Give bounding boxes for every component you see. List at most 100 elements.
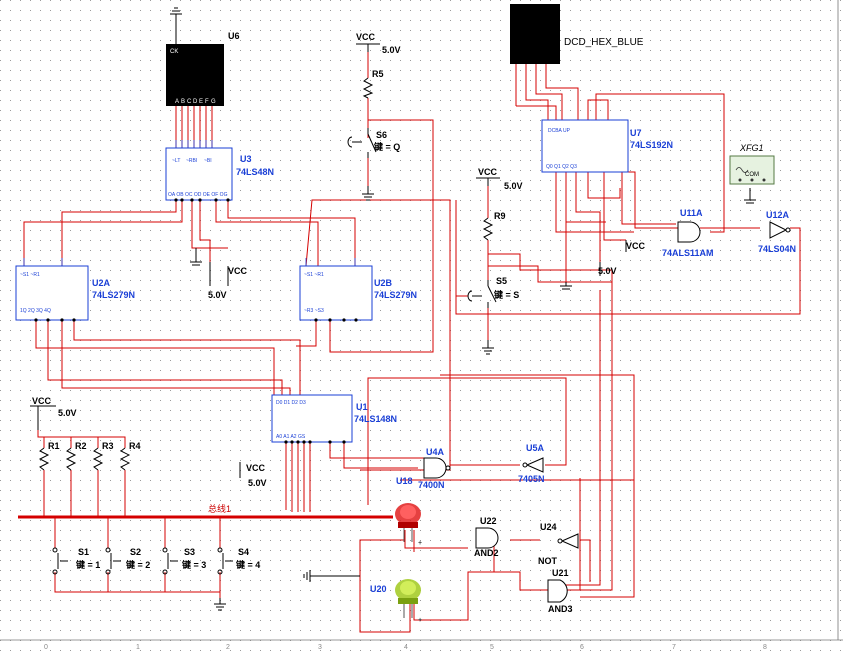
label-s4-key: 键 = 4 [235, 559, 260, 570]
label-74ls279-b: 74LS279N [374, 290, 417, 300]
gate-u24[interactable] [557, 533, 579, 549]
label-5v-u7: 5.0V [598, 266, 617, 276]
label-u20: U20 [370, 584, 387, 594]
ruler-1: 1 [136, 644, 140, 651]
label-s4: S4 [238, 547, 249, 557]
label-s2: S2 [130, 547, 141, 557]
label-74als11am: 74ALS11AM [662, 248, 714, 258]
label-r5: R5 [372, 69, 384, 79]
label-u3: U3 [240, 154, 252, 164]
switch-s5[interactable] [467, 280, 497, 308]
gate-u12a[interactable] [769, 221, 791, 239]
label-s6: S6 [376, 130, 387, 140]
ground-symbol-top [170, 7, 182, 44]
label-s3-key: 键 = 3 [181, 559, 206, 570]
seven-seg-display-u6: CK A B C D E F G [166, 44, 224, 106]
label-vcc-res: VCC [32, 396, 52, 406]
label-5v-u3: 5.0V [208, 290, 227, 300]
switch-s1[interactable] [52, 547, 68, 575]
svg-text:DCBA UP: DCBA UP [548, 128, 571, 134]
label-vcc-u1: VCC [246, 463, 266, 473]
label-u2a: U2A [92, 278, 111, 288]
label-74ls48: 74LS48N [236, 167, 274, 177]
label-u11a: U11A [680, 208, 703, 218]
label-u18: U18 [396, 476, 413, 486]
label-s1-key: 键 = 1 [75, 559, 100, 570]
ruler-8: 8 [763, 644, 767, 651]
label-74ls148: 74LS148N [354, 414, 397, 424]
u3-pin-dots [34, 198, 358, 444]
fg-com-label: COM [745, 172, 759, 178]
label-bus: 总线1 [208, 503, 231, 514]
svg-text:G: G [211, 99, 216, 105]
chip-u7[interactable] [541, 119, 629, 173]
label-u4a: U4A [426, 447, 445, 457]
label-s6-key: 键 = Q [373, 141, 400, 152]
chip-pin-labels: ~LT ~RBI ~BI OA OB OC OD OE OF OG ~S1 ~R1 1… [20, 128, 577, 440]
chip-u2a[interactable] [15, 265, 89, 321]
label-r1: R1 [48, 441, 60, 451]
label-u7: U7 [630, 128, 642, 138]
resistor-r2[interactable] [65, 447, 77, 471]
resistor-r4[interactable] [119, 447, 131, 471]
ground-symbol-s5 [482, 340, 494, 355]
label-not: NOT [538, 556, 558, 566]
label-5v-u1: 5.0V [248, 478, 267, 488]
label-vcc-u3: VCC [228, 266, 248, 276]
svg-text:~S1 ~R1: ~S1 ~R1 [304, 272, 324, 278]
label-vcc-r5: VCC [356, 32, 376, 42]
label-5v-res: 5.0V [58, 408, 77, 418]
resistor-r3[interactable] [92, 447, 104, 471]
ruler-4: 4 [404, 644, 408, 651]
switch-s4[interactable] [217, 547, 233, 575]
gate-u21[interactable] [547, 579, 568, 603]
svg-text:OA OB OC OD OE OF OG: OA OB OC OD OE OF OG [168, 192, 228, 198]
ground-symbol-switches [214, 598, 226, 611]
switch-s6[interactable] [347, 128, 377, 158]
ruler-2: 2 [226, 644, 230, 651]
ground-symbol-fg1 [744, 188, 756, 204]
label-74ls192: 74LS192N [630, 140, 673, 150]
resistor-r1[interactable] [38, 447, 50, 471]
gate-u4a[interactable] [423, 457, 451, 479]
label-u24: U24 [540, 522, 557, 532]
label-u2b: U2B [374, 278, 393, 288]
switch-s3[interactable] [162, 547, 178, 575]
chip-u2b[interactable] [299, 265, 373, 321]
chip-u1[interactable] [271, 394, 353, 443]
hex-display [510, 4, 560, 64]
label-74ls04: 74LS04N [758, 244, 796, 254]
label-u22: U22 [480, 516, 497, 526]
resistor-r9[interactable] [482, 217, 494, 241]
svg-text:B: B [181, 99, 185, 105]
function-generator-xfg1[interactable]: COM [729, 155, 775, 185]
ruler-5: 5 [490, 644, 494, 651]
label-s5-key: 键 = S [493, 289, 519, 300]
label-and3: AND3 [548, 604, 573, 614]
svg-text:E: E [199, 99, 203, 105]
gate-u5a[interactable] [522, 457, 544, 473]
ruler-7: 7 [672, 644, 676, 651]
svg-text:C: C [187, 99, 192, 105]
svg-text:Q0 Q1 Q2 Q3: Q0 Q1 Q2 Q3 [546, 164, 577, 170]
label-s1: S1 [78, 547, 89, 557]
label-and2: AND2 [474, 548, 499, 558]
svg-text:~BI: ~BI [204, 158, 212, 164]
label-xfg1: XFG1 [739, 143, 764, 153]
label-vcc-r9: VCC [478, 167, 498, 177]
chip-u3[interactable] [165, 147, 233, 201]
svg-text:~LT: ~LT [172, 158, 180, 164]
svg-text:~RBI: ~RBI [186, 158, 197, 164]
svg-text:A0 A1 A2 GS: A0 A1 A2 GS [276, 434, 306, 440]
gate-u22[interactable] [475, 527, 499, 549]
resistor-r5[interactable] [362, 77, 374, 99]
label-u6: U6 [228, 31, 240, 41]
label-r2: R2 [75, 441, 87, 451]
label-7400: 7400N [418, 480, 445, 490]
switch-s2[interactable] [105, 547, 121, 575]
svg-text:D0 D1 D2 D3: D0 D1 D2 D3 [276, 400, 306, 406]
label-74ls279-a: 74LS279N [92, 290, 135, 300]
svg-text:1Q 2Q 3Q 4Q: 1Q 2Q 3Q 4Q [20, 308, 51, 314]
led-u18-red [395, 503, 421, 542]
gate-u11a[interactable] [677, 221, 701, 243]
